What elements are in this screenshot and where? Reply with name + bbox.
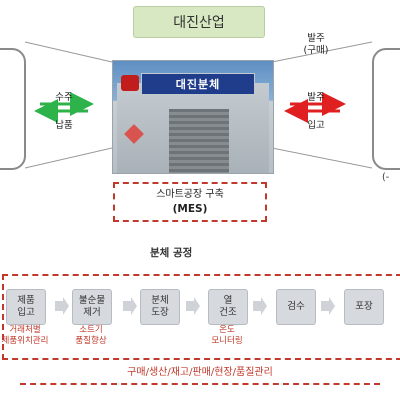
company-logo [121,75,139,91]
factory-sign: 대진분체 [141,73,255,95]
mes-box: 스마트공장 구축 (MES) [113,182,267,222]
right-top-line [271,41,373,63]
receiving-label: 입고 [307,120,325,131]
mes-title: 스마트공장 구축 [156,189,224,200]
supplier-box-label: (- [382,172,390,183]
factory-door [169,109,229,173]
factory-photo: 대진분체 [112,60,274,174]
step-arrow-2 [123,297,137,315]
customer-box [0,48,26,170]
management-label: 구매/생산/재고/판매/현장/품질관리 [127,367,273,378]
process-section-label: 분체 공정 [150,247,193,259]
step-arrow-4 [253,297,267,315]
step-6: 포장 [344,289,384,325]
step-arrows [55,297,335,315]
process-box [2,274,400,360]
supplier-box [372,48,400,170]
step-arrow-1 [55,297,69,315]
right-bottom-line [271,147,373,169]
delivery-label: 납품 [55,120,73,131]
purchase-label: 발주 [307,33,325,44]
left-top-line [24,41,113,63]
left-bottom-line [24,147,113,169]
step-5: 검수 [276,289,316,325]
company-title: 대진산업 [133,6,265,38]
purchase-order-label: 발주 [307,92,325,103]
step-arrow-5 [321,297,335,315]
purchase-sub-label: (구매) [303,45,329,56]
step-arrow-3 [186,297,200,315]
bottom-divider [20,383,380,385]
order-receive-label: 수주 [55,92,73,103]
mes-subtitle: (MES) [172,203,208,215]
